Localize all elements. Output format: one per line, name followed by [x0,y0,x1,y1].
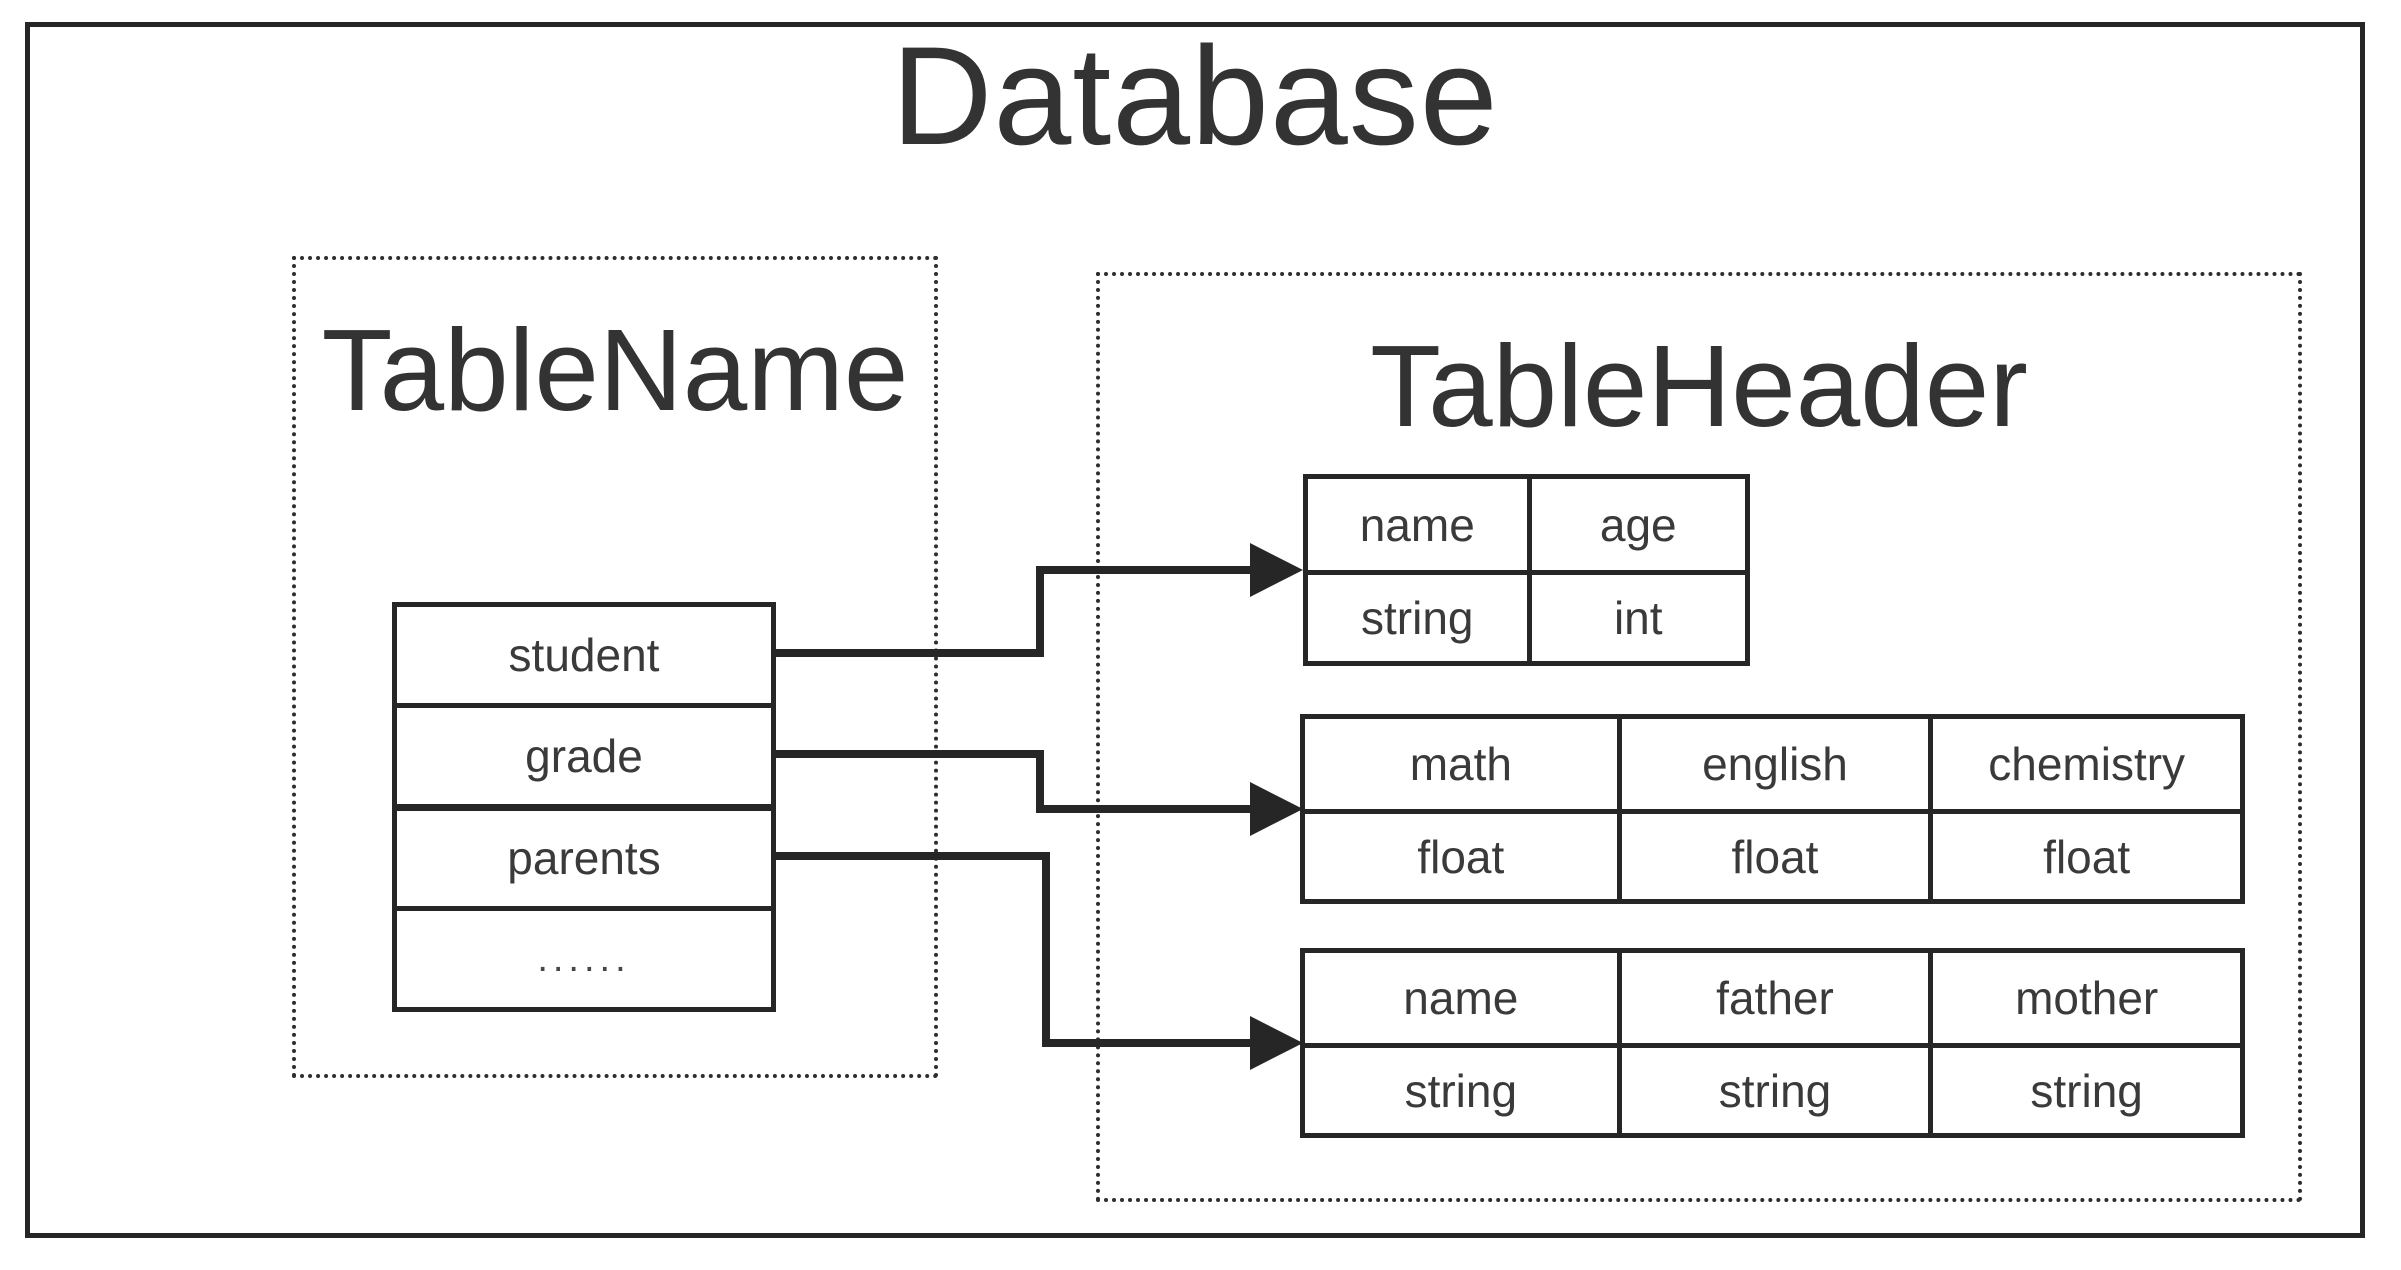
database-title: Database [891,17,1499,174]
table-cell: float [1305,809,1617,899]
header-table-grade: math english chemistry float float float [1300,714,2245,904]
tableheader-panel: TableHeader [1096,272,2302,1202]
table-cell: mother [1928,953,2240,1043]
table-cell: father [1616,953,1929,1043]
table-cell: int [1526,570,1745,661]
list-item-grade: grade [397,702,771,804]
tablename-panel-title: TableName [321,305,909,435]
table-cell: english [1616,719,1929,809]
table-cell: name [1359,498,1475,551]
table-cell: string [1305,1043,1617,1133]
table-cell: string [1928,1043,2240,1133]
header-table-parents: name father mother string string string [1300,948,2245,1138]
table-cell: float [1616,809,1929,899]
table-cell: age [1526,479,1746,570]
table-cell: name [1403,972,1519,1024]
table-cell: string [1308,570,1527,661]
tableheader-panel-title: TableHeader [1370,321,2028,451]
tablename-panel: TableName [292,256,938,1078]
table-cell: float [1928,809,2240,899]
list-item-student: student [508,628,660,681]
header-table-student: name age string int [1303,474,1750,666]
table-cell: string [1616,1043,1929,1133]
list-item-parents: parents [397,803,771,907]
table-cell: chemistry [1928,719,2240,809]
table-name-list: student grade parents ...... [392,602,776,1012]
table-cell: math [1409,738,1512,790]
list-item-ellipsis: ...... [397,906,771,1007]
